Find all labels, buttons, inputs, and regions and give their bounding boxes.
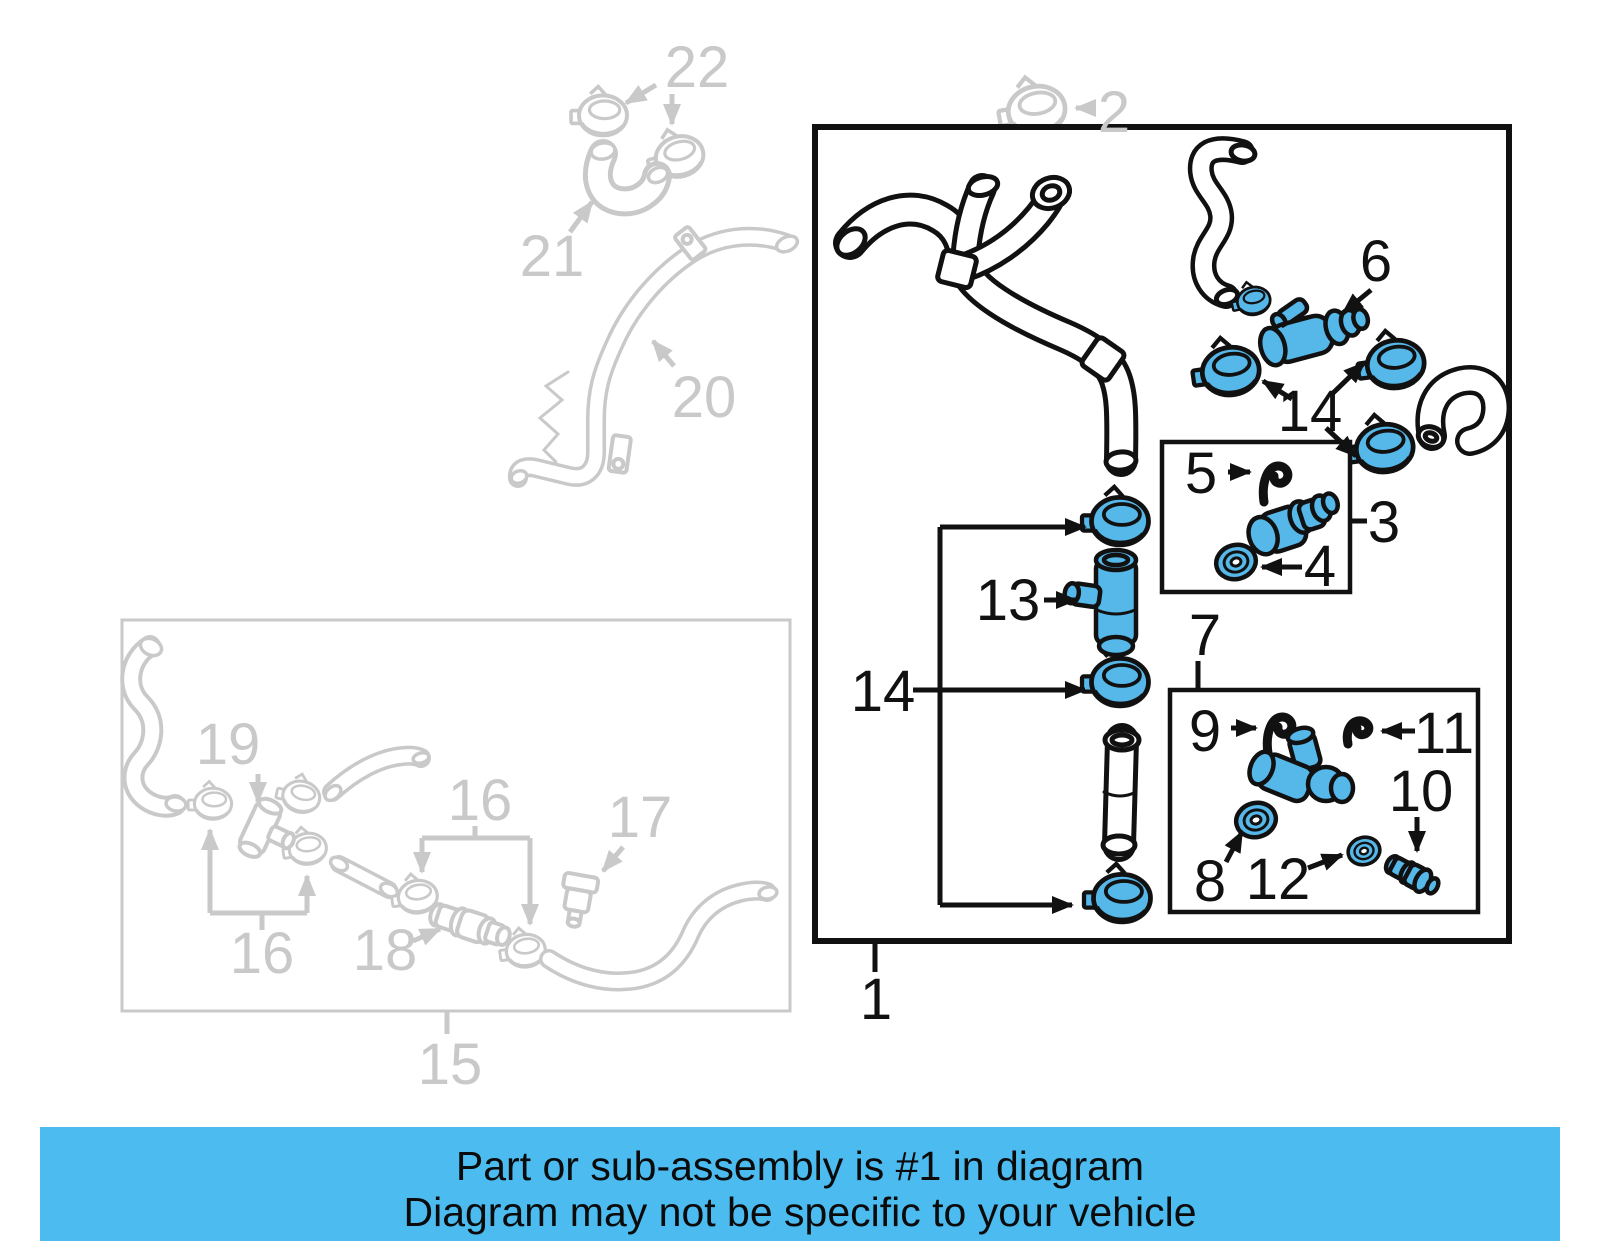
callout-18: 18 (353, 918, 418, 983)
callout-12: 12 (1246, 847, 1311, 912)
callout-20: 20 (672, 365, 737, 430)
callout-21: 21 (520, 224, 585, 289)
background-parts-top-left (507, 87, 800, 488)
callout-4: 4 (1304, 534, 1336, 599)
banner-line-1: Part or sub-assembly is #1 in diagram (456, 1143, 1144, 1189)
callout-13: 13 (976, 568, 1041, 633)
main-hose-assembly-1 (833, 136, 1511, 862)
callout-15: 15 (418, 1032, 483, 1097)
retainer-clip-11 (1342, 716, 1374, 749)
callout-8: 8 (1194, 849, 1226, 914)
callout-14-left: 14 (851, 659, 916, 724)
callout-11: 11 (1414, 701, 1474, 766)
pipe-bracket-tab (673, 225, 708, 262)
background-parts-bottom-left (120, 635, 779, 992)
pipe-bracket-tab (606, 433, 633, 475)
leader-lines (872, 288, 1426, 972)
sensor-17 (561, 871, 601, 929)
callout-16-left: 16 (230, 921, 295, 986)
elbow-hose-21 (582, 139, 672, 217)
check-valve-18 (428, 902, 512, 947)
callout-1: 1 (860, 967, 892, 1032)
hose-clamp-22a (571, 87, 627, 136)
retainer-clip-9 (1262, 712, 1297, 758)
callout-22: 22 (665, 35, 730, 100)
coolant-pipe-20 (507, 225, 800, 488)
callout-3: 3 (1368, 490, 1400, 555)
connector-fitting-3 (1246, 491, 1340, 557)
callout-6: 6 (1360, 229, 1392, 294)
info-banner: Part or sub-assembly is #1 in diagram Di… (40, 1127, 1560, 1241)
pipe-bracket (537, 370, 570, 464)
callout-14-right: 14 (1278, 379, 1343, 444)
callout-5: 5 (1185, 441, 1217, 506)
banner-line-2: Diagram may not be specific to your vehi… (403, 1189, 1196, 1235)
nipple-fitting-10 (1383, 854, 1441, 896)
leader-lines-muted (201, 82, 1096, 1034)
callout-16-right: 16 (448, 768, 513, 833)
callout-17: 17 (608, 785, 673, 850)
tee-fitting-7 (1247, 725, 1356, 805)
callout-9: 9 (1189, 699, 1221, 764)
callout-10: 10 (1389, 759, 1454, 824)
callout-2: 2 (1098, 80, 1130, 145)
callout-7: 7 (1189, 603, 1221, 668)
callout-19: 19 (196, 712, 261, 777)
tee-fitting-19 (237, 796, 296, 859)
retainer-clip-5 (1258, 461, 1293, 507)
